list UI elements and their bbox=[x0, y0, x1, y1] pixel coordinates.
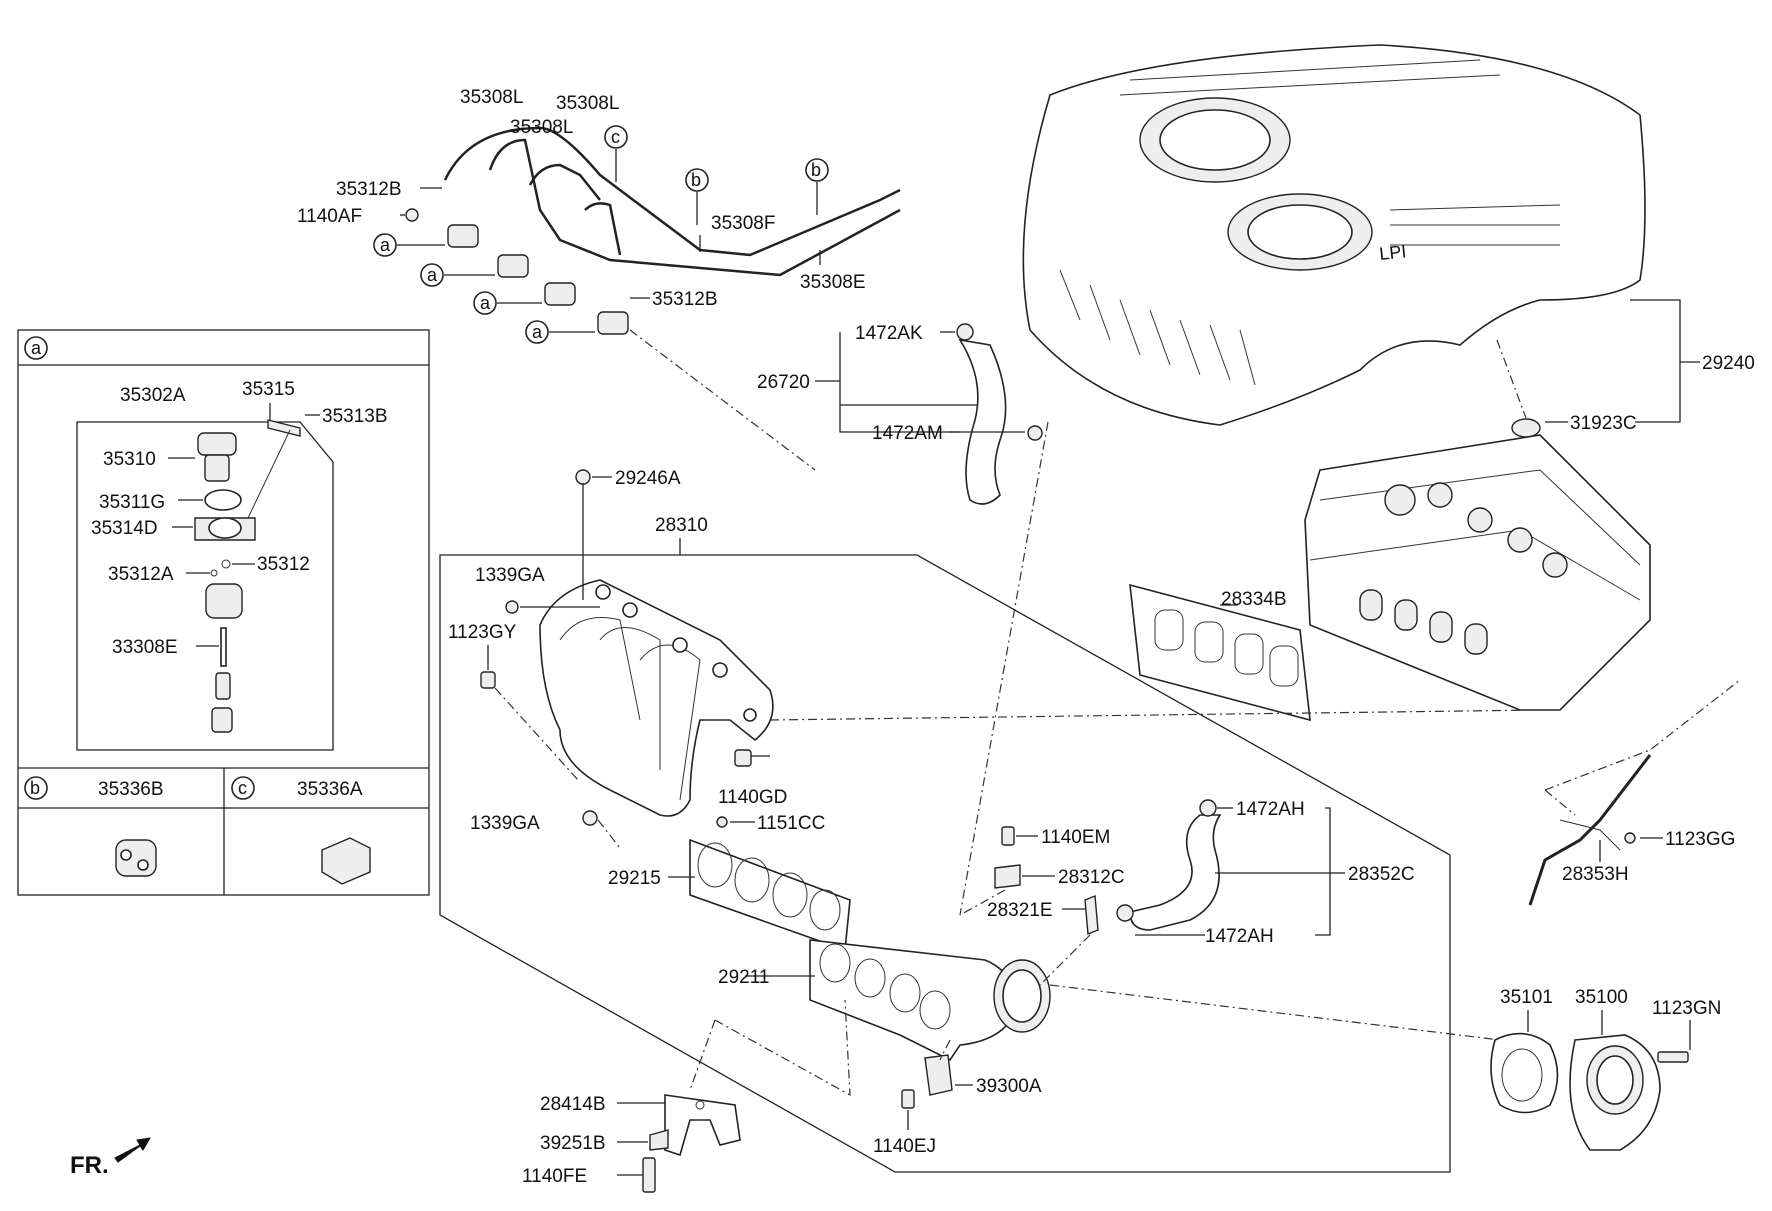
front-indicator: FR. bbox=[70, 1137, 151, 1179]
fuel-rail bbox=[405, 126, 901, 335]
label-35308L-1: 35308L bbox=[460, 87, 523, 108]
label-28334B: 28334B bbox=[1221, 589, 1287, 610]
label-1140AF: 1140AF bbox=[297, 206, 362, 227]
label-1140GD: 1140GD bbox=[718, 787, 787, 808]
throttle-body-35100 bbox=[1569, 1034, 1661, 1151]
label-1123GY: 1123GY bbox=[448, 622, 517, 643]
label-28312C: 28312C bbox=[1058, 867, 1125, 888]
label-1123GN: 1123GN bbox=[1652, 998, 1721, 1019]
label-35312B-2: 35312B bbox=[652, 289, 718, 310]
svg-text:a: a bbox=[532, 322, 543, 342]
label-35308L-2: 35308L bbox=[556, 93, 619, 114]
label-35315: 35315 bbox=[242, 379, 295, 400]
bolt-1140GD bbox=[734, 749, 752, 767]
lower-manifold-29211 bbox=[809, 939, 1051, 1062]
throttle-gasket-35101 bbox=[1490, 1032, 1559, 1114]
cylinder-head bbox=[1304, 434, 1651, 711]
label-1472AM: 1472AM bbox=[872, 423, 943, 444]
label-35100: 35100 bbox=[1575, 987, 1628, 1008]
svg-text:c: c bbox=[611, 127, 620, 147]
label-33308E: 33308E bbox=[112, 637, 178, 658]
label-35302A: 35302A bbox=[120, 385, 186, 406]
label-28414B: 28414B bbox=[540, 1094, 606, 1115]
label-29246A: 29246A bbox=[615, 468, 681, 489]
label-1140FE: 1140FE bbox=[522, 1166, 587, 1187]
label-35311G: 35311G bbox=[99, 492, 165, 513]
front-arrow-icon bbox=[114, 1137, 151, 1163]
label-35336B: 35336B bbox=[98, 779, 164, 800]
label-1339GA-1: 1339GA bbox=[475, 565, 545, 586]
breather-hose bbox=[956, 323, 1043, 505]
label-35308F: 35308F bbox=[711, 213, 775, 234]
label-1151CC: 1151CC bbox=[757, 813, 825, 834]
svg-text:c: c bbox=[238, 778, 247, 798]
front-label: FR. bbox=[70, 1152, 109, 1179]
svg-text:b: b bbox=[30, 778, 40, 798]
svg-text:a: a bbox=[480, 293, 491, 313]
bracket-28414B bbox=[664, 1094, 741, 1157]
label-1339GA-2: 1339GA bbox=[470, 813, 540, 834]
label-28310: 28310 bbox=[655, 515, 708, 536]
label-1123GG: 1123GG bbox=[1665, 829, 1735, 850]
sensor-39300A bbox=[924, 1054, 953, 1096]
label-35336A: 35336A bbox=[297, 779, 363, 800]
label-28353H: 28353H bbox=[1562, 864, 1629, 885]
hose-28352C bbox=[1116, 799, 1222, 931]
bolt-1140EM bbox=[1001, 826, 1015, 846]
label-35314D: 35314D bbox=[91, 518, 158, 539]
svg-text:LPI: LPI bbox=[1378, 241, 1407, 264]
sensor-28312C bbox=[994, 864, 1021, 889]
label-35101: 35101 bbox=[1500, 987, 1553, 1008]
engine-cover: LPI bbox=[1022, 44, 1646, 426]
label-28352C: 28352C bbox=[1348, 864, 1415, 885]
label-39251B: 39251B bbox=[540, 1133, 606, 1154]
sensor-28321E bbox=[1084, 895, 1099, 935]
label-29211: 29211 bbox=[718, 967, 769, 988]
label-1140EJ: 1140EJ bbox=[873, 1136, 936, 1157]
label-1472AK: 1472AK bbox=[855, 323, 923, 344]
grommet bbox=[1511, 418, 1541, 438]
svg-text:a: a bbox=[427, 265, 438, 285]
label-1140EM: 1140EM bbox=[1041, 827, 1110, 848]
svg-text:a: a bbox=[31, 338, 42, 358]
bolt-29246A bbox=[575, 469, 591, 485]
label-35308E: 35308E bbox=[800, 272, 866, 293]
intake-manifold bbox=[539, 579, 774, 817]
svg-text:b: b bbox=[811, 160, 821, 180]
label-28321E: 28321E bbox=[987, 900, 1053, 921]
label-35312: 35312 bbox=[257, 554, 310, 575]
label-35312B-1: 35312B bbox=[336, 179, 402, 200]
label-1472AH-2: 1472AH bbox=[1205, 926, 1274, 947]
label-1472AH-1: 1472AH bbox=[1236, 799, 1305, 820]
label-39300A: 39300A bbox=[976, 1076, 1042, 1097]
inset-panel: a b c 35336B 35336A 35302A 35315 35313B … bbox=[17, 329, 430, 896]
svg-text:a: a bbox=[380, 235, 391, 255]
label-29240: 29240 bbox=[1702, 353, 1755, 374]
marker-b-group: b b bbox=[685, 158, 829, 225]
label-35312A: 35312A bbox=[108, 564, 174, 585]
marker-c-group: c bbox=[604, 125, 628, 182]
manifold-gasket bbox=[1129, 583, 1311, 722]
marker-a-group: a a a a bbox=[373, 233, 595, 344]
svg-text:b: b bbox=[691, 170, 701, 190]
label-35308L-3: 35308L bbox=[510, 117, 573, 138]
gasket-29215 bbox=[689, 838, 851, 952]
label-29215: 29215 bbox=[608, 868, 661, 889]
bolt-1123GN bbox=[1657, 1051, 1689, 1063]
label-26720: 26720 bbox=[757, 372, 810, 393]
label-31923C: 31923C bbox=[1570, 413, 1637, 434]
label-35310: 35310 bbox=[103, 449, 156, 470]
label-35313B: 35313B bbox=[322, 406, 388, 427]
